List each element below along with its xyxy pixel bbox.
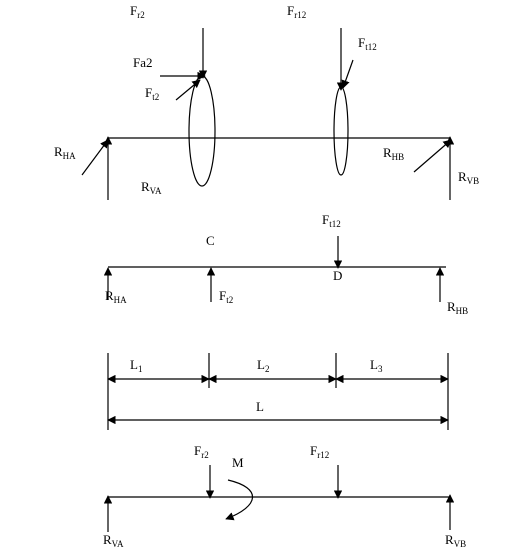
label-d: D xyxy=(333,268,342,283)
label-rhb-top: RHB xyxy=(383,145,404,162)
horizontal-plane-diagram xyxy=(103,236,446,302)
label-rva-top: RVA xyxy=(141,179,162,196)
label-rha-top: RHA xyxy=(54,144,76,161)
force-ft2-arrow xyxy=(175,79,201,101)
label-ft12-mid: Ft12 xyxy=(322,212,341,229)
reaction-rhb-arrow xyxy=(413,139,452,173)
dimension-lines xyxy=(107,353,449,430)
vertical-plane-diagram xyxy=(103,465,455,532)
label-l3: L3 xyxy=(370,357,383,374)
label-l2: L2 xyxy=(257,357,269,374)
label-fa2: Fa2 xyxy=(133,55,153,70)
label-m: M xyxy=(232,455,244,470)
label-rhb-mid: RHB xyxy=(447,299,468,316)
label-fr12-bot: Fr12 xyxy=(310,443,329,460)
label-rvb-top: RVB xyxy=(458,169,479,186)
gear-2 xyxy=(188,75,216,187)
label-fr2-top: Fr2 xyxy=(130,3,145,20)
label-rva-bot: RVA xyxy=(103,532,124,549)
label-fr2-bot: Fr2 xyxy=(194,443,209,460)
label-l1: L1 xyxy=(130,357,142,374)
label-l: L xyxy=(256,399,264,414)
label-c: C xyxy=(206,233,215,248)
label-ft2-mid: Ft2 xyxy=(219,288,233,305)
reaction-rha-arrow xyxy=(81,139,109,176)
label-rvb-bot: RVB xyxy=(445,532,466,549)
label-rha-mid: RHA xyxy=(105,288,127,305)
label-ft12-top: Ft12 xyxy=(358,35,377,52)
label-ft2-top: Ft2 xyxy=(145,85,159,102)
labels: Fr2 Fr12 Fa2 Ft2 Ft12 RHA RVA RHB RVB C … xyxy=(54,3,479,549)
shaft-3d-view xyxy=(81,28,455,200)
moment-m-arrow xyxy=(225,479,254,521)
force-ft12-arrow xyxy=(341,59,354,89)
label-fr12-top: Fr12 xyxy=(287,3,306,20)
gear-12 xyxy=(333,86,349,176)
